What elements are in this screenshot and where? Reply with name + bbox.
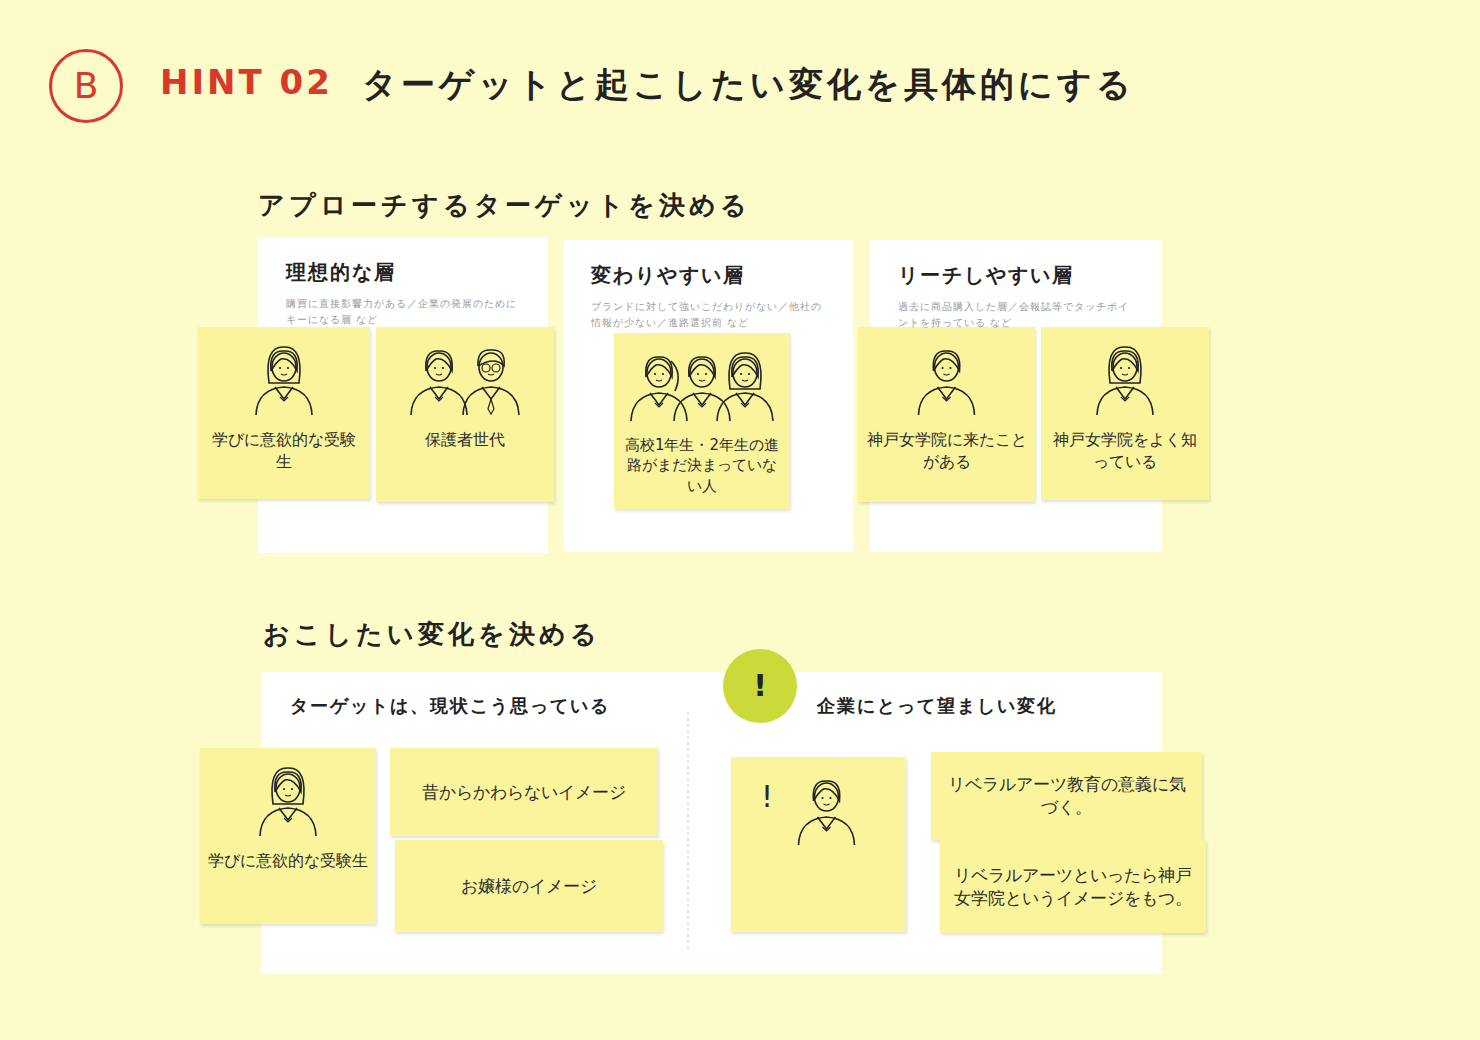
sticky-note-text: 昔からかわらないイメージ bbox=[422, 781, 626, 804]
panel-description: 過去に商品購入した層／会報誌等でタッチポイントを持っている など bbox=[898, 299, 1134, 330]
section-badge: B bbox=[49, 49, 123, 123]
badge-letter: B bbox=[74, 68, 99, 104]
column-heading: ターゲットは、現状こう思っている bbox=[290, 694, 610, 718]
panel-description: ブランドに対して強いこだわりがない／他社の情報が少ない／進路選択前 など bbox=[591, 299, 827, 330]
exclamation-mark: ! bbox=[761, 777, 773, 818]
panel-heading: 理想的な層 bbox=[286, 259, 520, 286]
sticky-note: ! bbox=[731, 757, 906, 932]
person-illustration bbox=[206, 339, 362, 421]
panel-heading: 変わりやすい層 bbox=[591, 262, 825, 289]
column-heading: 企業にとって望ましい変化 bbox=[817, 694, 1057, 718]
person-illustration bbox=[1049, 339, 1201, 421]
sticky-note-text: 保護者世代 bbox=[425, 429, 505, 451]
panel-description: 購買に直接影響力がある／企業の発展のためにキーになる層 など bbox=[286, 296, 522, 327]
sticky-note-text: 学びに意欲的な受験生 bbox=[206, 429, 362, 472]
sticky-note: 神戸女学院をよく知っている bbox=[1041, 327, 1209, 500]
panel-heading: リーチしやすい層 bbox=[898, 262, 1134, 289]
target-panel: ターゲットは、現状こう思っている企業にとって望ましい変化学びに意欲的な受験生昔か… bbox=[261, 672, 1162, 974]
sticky-note-text: 神戸女学院に来たことがある bbox=[866, 429, 1027, 472]
sticky-note-text: 高校1年生・2年生の進路がまだ決まっていない人 bbox=[622, 435, 782, 496]
sticky-note: お嬢様のイメージ bbox=[395, 840, 663, 932]
sticky-note-text: お嬢様のイメージ bbox=[461, 875, 597, 898]
section-heading: おこしたい変化を決める bbox=[263, 617, 601, 652]
sticky-note-text: 学びに意欲的な受験生 bbox=[208, 850, 368, 872]
hint-number: HINT 02 bbox=[160, 62, 333, 102]
sticky-note: 神戸女学院に来たことがある bbox=[858, 327, 1035, 502]
sticky-note: 学びに意欲的な受験生 bbox=[198, 327, 370, 499]
section-heading: アプローチするターゲットを決める bbox=[258, 188, 751, 223]
sticky-note: リベラルアーツといったら神戸女学院というイメージをもつ。 bbox=[940, 840, 1206, 933]
person-illustration bbox=[208, 760, 368, 842]
target-panel: 変わりやすい層ブランドに対して強いこだわりがない／他社の情報が少ない／進路選択前… bbox=[563, 240, 853, 552]
sticky-note-text: 神戸女学院をよく知っている bbox=[1049, 429, 1201, 472]
exclamation-mark: ! bbox=[753, 671, 767, 701]
target-panel: リーチしやすい層過去に商品購入した層／会報誌等でタッチポイントを持っている など… bbox=[870, 240, 1162, 552]
sticky-note: 昔からかわらないイメージ bbox=[390, 748, 658, 836]
sticky-note: 学びに意欲的な受験生 bbox=[200, 748, 376, 924]
sticky-note: 保護者世代 bbox=[376, 327, 554, 502]
sticky-note: 高校1年生・2年生の進路がまだ決まっていない人 bbox=[614, 333, 790, 509]
person-illustration bbox=[384, 339, 546, 421]
sticky-note-text: リベラルアーツといったら神戸女学院というイメージをもつ。 bbox=[954, 864, 1192, 910]
sticky-note: リベラルアーツ教育の意義に気づく。 bbox=[931, 752, 1202, 840]
person-illustration bbox=[866, 339, 1027, 421]
person-illustration bbox=[622, 345, 782, 427]
sticky-note-text: リベラルアーツ教育の意義に気づく。 bbox=[945, 773, 1188, 819]
page-title: ターゲットと起こしたい変化を具体的にする bbox=[362, 62, 1135, 108]
highlight-circle: ! bbox=[723, 649, 797, 723]
target-panel: 理想的な層購買に直接影響力がある／企業の発展のためにキーになる層 など学びに意欲… bbox=[258, 237, 548, 553]
